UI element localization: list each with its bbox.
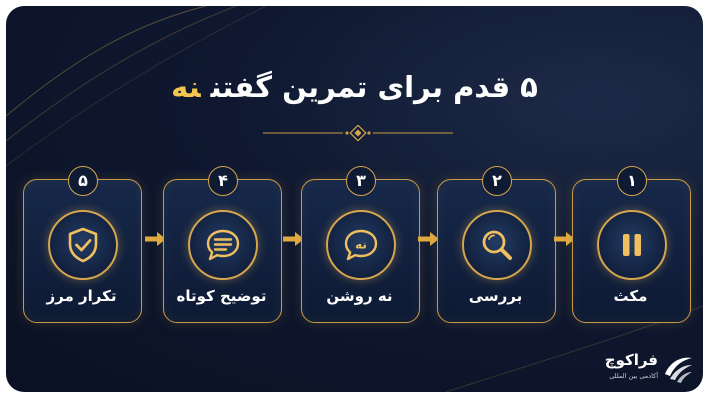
- brand-name: فراکوچ: [604, 351, 658, 369]
- step-label: مکث: [613, 287, 648, 305]
- step-label: نه روشن: [326, 287, 393, 305]
- right-arrow-icon: [283, 232, 304, 246]
- step-number-badge: ۴: [208, 166, 238, 196]
- step-number-badge: ۵: [68, 166, 98, 196]
- step-label: بررسی: [468, 287, 523, 305]
- right-arrow-icon: [145, 232, 166, 246]
- step-number-badge: ۱: [617, 166, 647, 196]
- step-icon-circle: [597, 210, 667, 280]
- bubble-text: نه: [355, 238, 367, 252]
- step-number-badge: ۲: [482, 166, 512, 196]
- infographic-panel: ۵ قدم برای تمرین گفتن نه ۵ تکرار مرز ۴ تو…: [6, 6, 703, 392]
- title-highlight-text: نه: [171, 70, 201, 104]
- step-icon-circle: [188, 210, 258, 280]
- step-number-badge: ۳: [346, 166, 376, 196]
- magnifier-icon: [482, 230, 512, 260]
- title-divider-ornament: [263, 125, 453, 141]
- step-icon-circle: [462, 210, 532, 280]
- shield-check-icon: [68, 227, 98, 263]
- step-icon-circle: [48, 210, 118, 280]
- right-arrow-icon: [554, 232, 575, 246]
- speech-bubble-lines-icon: [206, 229, 240, 261]
- brand-logo-icon: [665, 357, 692, 383]
- step-icon-circle: نه: [326, 210, 396, 280]
- right-arrow-icon: [418, 232, 439, 246]
- speech-bubble-no-icon: نه: [344, 229, 378, 261]
- page-title: ۵ قدم برای تمرین گفتن نه: [6, 70, 703, 104]
- step-label: توضیح کوتاه: [176, 287, 267, 305]
- step-card-2: [437, 179, 556, 323]
- step-label: تکرار مرز: [46, 287, 117, 305]
- brand-tagline: آکادمی بین المللی: [609, 372, 658, 380]
- title-main-text: ۵ قدم برای تمرین گفتن: [210, 70, 538, 104]
- pause-icon: [623, 234, 641, 256]
